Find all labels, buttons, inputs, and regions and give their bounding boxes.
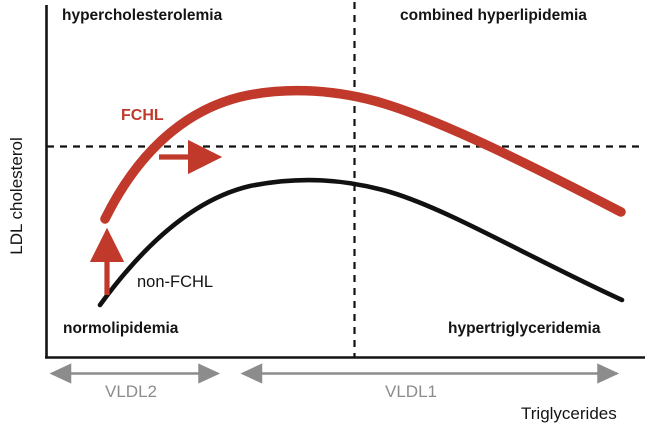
quadrant-label-hypertriglyceridemia: hypertriglyceridemia [448, 320, 601, 337]
non-fchl-curve [97, 177, 625, 308]
quadrant-label-hypercholesterolemia: hypercholesterolemia [62, 7, 223, 24]
y-axis-label: LDL cholesterol [7, 137, 26, 255]
curve-label-fchl: FCHL [121, 107, 164, 124]
curve-label-non-fchl: non-FCHL [137, 273, 213, 291]
x-axis-label: Triglycerides [521, 404, 617, 423]
range-bar-label-vldl1: VLDL1 [385, 382, 437, 401]
quadrant-label-normolipidemia: normolipidemia [63, 320, 179, 337]
fchl-curve [100, 85, 626, 224]
quadrant-label-combined-hyperlipidemia: combined hyperlipidemia [400, 7, 587, 24]
range-bar-label-vldl2: VLDL2 [105, 382, 157, 401]
